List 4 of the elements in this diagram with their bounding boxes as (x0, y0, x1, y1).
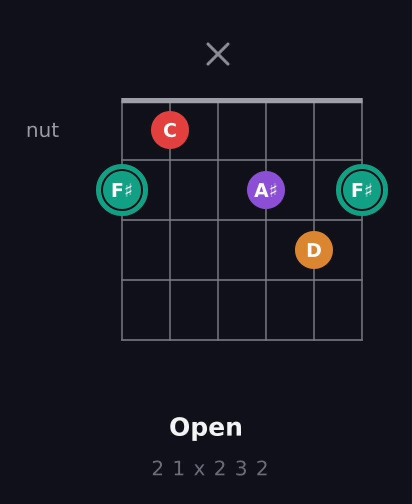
chord-title: Open (170, 417, 241, 441)
side-label: nut (28, 122, 59, 138)
node-label: F♯ (352, 183, 372, 197)
fingering-label: 2 1 x 2 3 2 (152, 460, 267, 476)
